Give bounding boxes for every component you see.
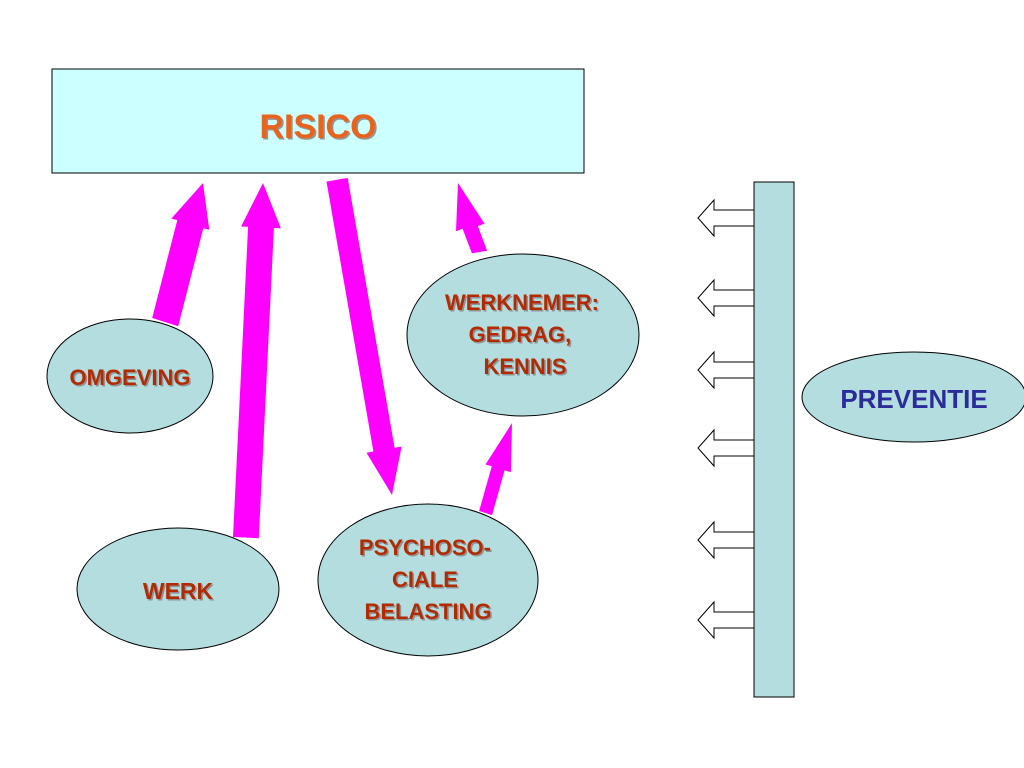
prevention-arrow-6 bbox=[697, 600, 755, 640]
arrow-werknemer-to-risico bbox=[456, 183, 488, 254]
preventie-label: PREVENTIE bbox=[840, 384, 987, 414]
prevention-arrow-1 bbox=[697, 198, 755, 238]
risico-label: RISICO bbox=[259, 108, 376, 146]
node-werk: WERK bbox=[76, 527, 280, 651]
werk-ellipse bbox=[76, 527, 280, 651]
prevention-arrow-3 bbox=[697, 350, 755, 390]
preventie-ellipse bbox=[801, 351, 1024, 443]
prevention-arrow-2 bbox=[697, 278, 755, 318]
omgeving-ellipse bbox=[46, 318, 214, 434]
psychosociale-label: PSYCHOSO- CIALE BELASTING bbox=[359, 535, 497, 624]
prevention-barrier bbox=[697, 181, 795, 698]
arrow-psychosociale-to-werknemer bbox=[479, 423, 512, 516]
arrow-omgeving-to-risico bbox=[152, 183, 210, 327]
psychosociale-line-3: BELASTING bbox=[364, 599, 491, 624]
node-psychosociale: PSYCHOSO- CIALE BELASTING bbox=[317, 503, 539, 657]
prevention-arrows bbox=[697, 198, 755, 640]
werknemer-line-2: GEDRAG, bbox=[469, 322, 572, 347]
arrow-werk-to-risico bbox=[233, 183, 281, 539]
werknemer-label: WERKNEMER: GEDRAG, KENNIS bbox=[445, 290, 605, 379]
node-preventie: PREVENTIE bbox=[801, 351, 1024, 443]
werknemer-line-3: KENNIS bbox=[483, 354, 566, 379]
arrow-risico-to-psychosociale bbox=[326, 177, 402, 495]
prevention-arrow-4 bbox=[697, 428, 755, 468]
influence-arrows bbox=[152, 177, 512, 539]
werknemer-ellipse bbox=[406, 253, 640, 417]
werknemer-line-1: WERKNEMER: bbox=[445, 290, 599, 315]
risico-box: RISICO bbox=[51, 68, 585, 174]
omgeving-label: OMGEVING bbox=[69, 365, 190, 390]
node-werknemer: WERKNEMER: GEDRAG, KENNIS bbox=[406, 253, 640, 417]
prevention-bar bbox=[753, 181, 795, 698]
risico-box-rect bbox=[51, 68, 585, 174]
node-omgeving: OMGEVING bbox=[46, 318, 214, 434]
werk-label: WERK bbox=[143, 578, 214, 604]
psychosociale-line-2: CIALE bbox=[392, 567, 458, 592]
psychosociale-line-1: PSYCHOSO- bbox=[359, 535, 491, 560]
prevention-arrow-5 bbox=[697, 520, 755, 560]
psychosociale-ellipse bbox=[317, 503, 539, 657]
